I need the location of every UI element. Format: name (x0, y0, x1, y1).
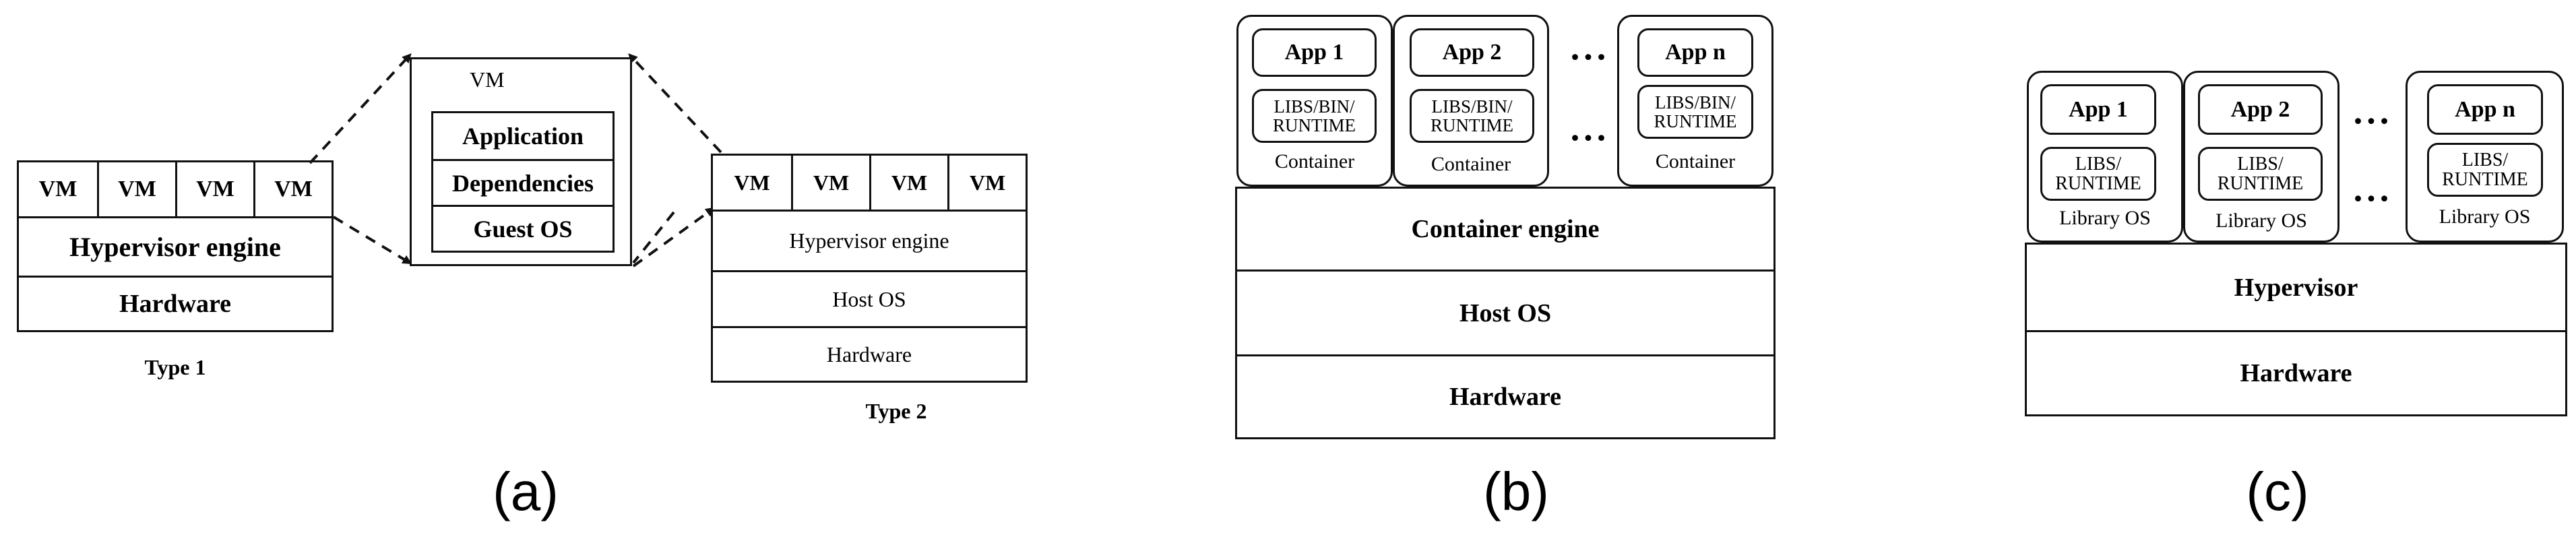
ellipsis: ... (2353, 168, 2393, 209)
libs-box: LIBS/BIN/ RUNTIME (1410, 89, 1534, 143)
type1-hypervisor: Hypervisor engine (19, 216, 332, 276)
library-os-label: Library OS (2059, 207, 2151, 229)
ellipsis: ... (2353, 91, 2393, 131)
ellipsis: ... (1570, 27, 1610, 67)
library-os-label: Library OS (2216, 210, 2307, 232)
hypervisor-layer: Hypervisor (2234, 273, 2358, 302)
type2-vm: VM (869, 156, 947, 210)
type1-vm: VM (253, 162, 332, 216)
libs-box: LIBS/BIN/ RUNTIME (1252, 89, 1377, 143)
app-box: App 1 (1252, 28, 1377, 77)
vm-layer-application: Application (462, 123, 584, 150)
libs-box: LIBS/BIN/ RUNTIME (1637, 85, 1753, 139)
panel-a-label: (a) (493, 462, 559, 521)
dashed-arrow (628, 53, 722, 154)
type2-vm: VM (791, 156, 869, 210)
ellipsis: ... (1570, 108, 1610, 148)
libs-box: LIBS/ RUNTIME (2427, 143, 2543, 197)
type2-caption: Type 2 (865, 398, 927, 423)
type1-caption: Type 1 (144, 354, 206, 379)
type1-hardware: Hardware (19, 276, 332, 330)
vm-zoom-connectors-right (628, 53, 722, 267)
type1-vm: VM (38, 177, 77, 201)
type2-host-os: Host OS (713, 270, 1026, 326)
hardware-layer: Hardware (1237, 354, 1773, 437)
vm-detail-title: VM (470, 67, 505, 92)
vm-layer-guest-os: Guest OS (433, 205, 612, 251)
vm-zoom-connectors (309, 53, 675, 265)
type1-vm: VM (97, 162, 175, 216)
container-engine-layer: Container engine (1411, 215, 1600, 243)
libs-box: LIBS/ RUNTIME (2040, 147, 2156, 201)
panel-b-label: (b) (1483, 462, 1549, 521)
vm-detail-layers (431, 111, 615, 253)
type2-vm: VM (734, 170, 770, 195)
app-box: App 1 (2040, 84, 2156, 135)
dashed-arrow (632, 207, 716, 267)
vm-layer-dependencies: Dependencies (433, 159, 612, 205)
type1-vm: VM (175, 162, 253, 216)
container-label: Container (1655, 150, 1736, 172)
type2-vm: VM (947, 156, 1026, 210)
panel-c-stack (2025, 243, 2567, 416)
type2-hypervisor: Hypervisor engine (713, 210, 1026, 270)
libs-box: LIBS/ RUNTIME (2198, 147, 2323, 201)
app-box: App 2 (1410, 28, 1534, 77)
panel-b-stack (1235, 187, 1776, 439)
library-os-label: Library OS (2439, 205, 2531, 228)
container-label: Container (1431, 153, 1511, 175)
host-os-layer: Host OS (1237, 270, 1773, 354)
dashed-arrow (309, 53, 412, 164)
app-box: App n (1637, 28, 1753, 77)
type2-hardware: Hardware (713, 326, 1026, 381)
panel-c-label: (c) (2246, 462, 2309, 521)
app-box: App n (2427, 84, 2543, 135)
hardware-layer: Hardware (2027, 330, 2565, 414)
app-box: App 2 (2198, 84, 2323, 135)
container-label: Container (1274, 150, 1355, 172)
dashed-arrow (332, 216, 412, 265)
